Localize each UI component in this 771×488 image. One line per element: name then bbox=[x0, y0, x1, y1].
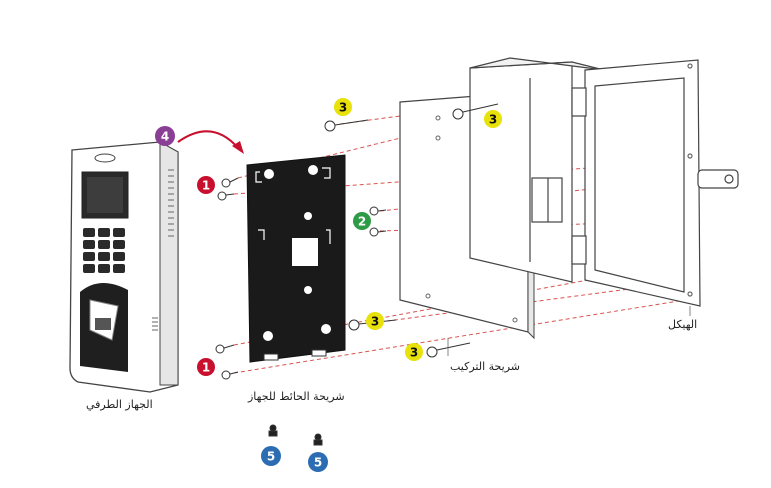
callout-3-mid: 3 bbox=[366, 312, 384, 330]
svg-text:3: 3 bbox=[410, 346, 418, 360]
callout-4: 4 bbox=[155, 126, 175, 146]
screw-1a bbox=[221, 177, 239, 188]
callout-3-bottom: 3 bbox=[405, 343, 423, 361]
mount-arrow-head bbox=[232, 141, 244, 154]
callout-3-top-right: 3 bbox=[484, 110, 502, 128]
svg-text:5: 5 bbox=[314, 456, 322, 470]
svg-text:2: 2 bbox=[358, 215, 366, 229]
svg-text:1: 1 bbox=[202, 179, 210, 193]
screw-5a bbox=[268, 424, 278, 437]
wall-plate-label: شريحة الحائط للجهاز bbox=[248, 390, 345, 403]
screw-5b bbox=[313, 433, 323, 446]
mounting-plate-label: شريحة التركيب bbox=[450, 360, 520, 373]
callout-5-left: 5 bbox=[261, 446, 281, 466]
label-leaders bbox=[447, 306, 691, 356]
screw-1c bbox=[215, 344, 235, 354]
screw-3d bbox=[426, 342, 471, 358]
callout-3-top-left: 3 bbox=[334, 98, 352, 116]
callouts: 1 1 2 3 3 3 3 4 5 5 bbox=[155, 98, 502, 472]
svg-text:4: 4 bbox=[161, 130, 169, 144]
callout-1-top: 1 bbox=[197, 176, 215, 194]
callout-5-right: 5 bbox=[308, 452, 328, 472]
wall-plate bbox=[246, 154, 346, 363]
svg-text:1: 1 bbox=[202, 361, 210, 375]
screw-3b bbox=[452, 103, 499, 120]
terminal-device bbox=[69, 141, 179, 393]
svg-text:3: 3 bbox=[339, 101, 347, 115]
callout-2: 2 bbox=[353, 212, 371, 230]
screw-3a bbox=[324, 119, 369, 132]
enclosure-label: الهيكل bbox=[668, 318, 698, 331]
screw-1d bbox=[221, 370, 239, 380]
screw-2a bbox=[369, 206, 387, 216]
svg-text:3: 3 bbox=[489, 113, 497, 127]
callout-1-bottom: 1 bbox=[197, 358, 215, 376]
screw-2b bbox=[369, 227, 387, 237]
terminal-label: الجهاز الطرفي bbox=[86, 398, 153, 411]
svg-text:5: 5 bbox=[267, 450, 275, 464]
screw-1b bbox=[217, 191, 235, 201]
svg-text:3: 3 bbox=[371, 315, 379, 329]
mount-arrow bbox=[177, 130, 239, 149]
